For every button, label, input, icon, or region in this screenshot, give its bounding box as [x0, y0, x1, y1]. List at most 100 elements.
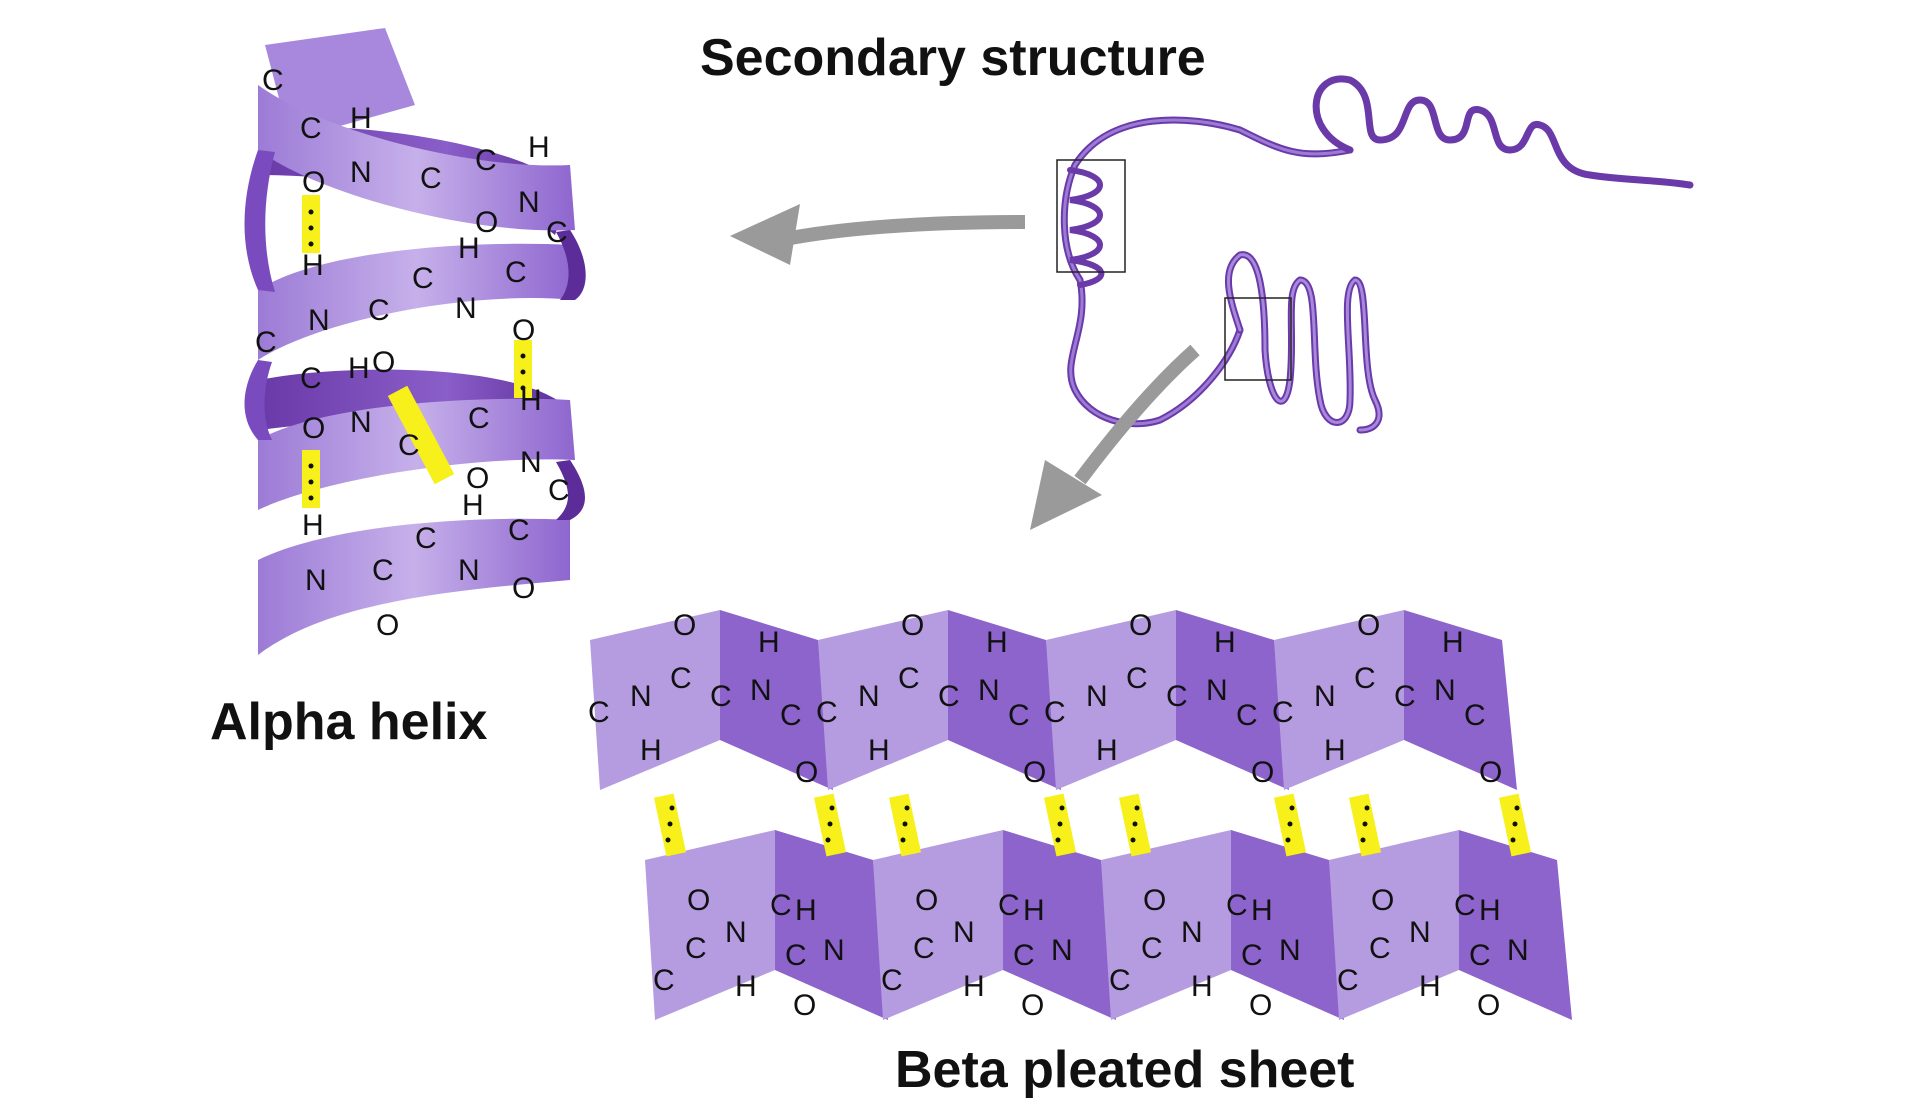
alpha-atom: C — [468, 402, 490, 435]
beta-hbond-dot — [1362, 821, 1368, 827]
beta-atom: C — [710, 680, 732, 713]
alpha-atom: C — [262, 64, 284, 97]
protein-overview — [1056, 75, 1694, 434]
beta-pleat-face-dark — [1176, 610, 1289, 790]
beta-hbond-dot — [829, 805, 835, 811]
beta-hbond-dot — [1512, 821, 1518, 827]
beta-hbond-dot — [825, 837, 831, 843]
beta-atom: H — [640, 734, 662, 767]
beta-pleat-face-dark — [775, 830, 888, 1020]
protein-small-helix — [1067, 167, 1105, 288]
alpha-atom: O — [512, 572, 535, 605]
beta-atom: O — [1357, 609, 1380, 642]
arrow-to-alpha-head — [730, 204, 800, 265]
beta-pleat-face-light — [645, 830, 775, 1020]
beta-atom: C — [1226, 889, 1248, 922]
beta-atom: O — [1023, 756, 1046, 789]
alpha-atoms: C C H O N C C H O N C H H C C N C N O C … — [255, 64, 570, 642]
alpha-atom: N — [350, 156, 372, 189]
alpha-atom: O — [466, 462, 489, 495]
protein-top-coil — [1312, 75, 1694, 189]
beta-hbond-dot — [1364, 805, 1370, 811]
beta-atom: H — [1479, 894, 1501, 927]
alpha-atom: N — [305, 564, 327, 597]
alpha-hbonds — [302, 195, 532, 508]
beta-atom: O — [1129, 609, 1152, 642]
beta-atom: C — [1008, 699, 1030, 732]
alpha-atom: C — [546, 216, 568, 249]
beta-pleat-face-dark — [1404, 610, 1517, 790]
alpha-atom: H — [348, 352, 370, 385]
beta-atom: O — [1021, 989, 1044, 1022]
alpha-hbond-4 — [387, 385, 455, 485]
beta-atom: C — [1044, 696, 1066, 729]
beta-atom: C — [1464, 699, 1486, 732]
alpha-atom: C — [368, 294, 390, 327]
beta-atom: O — [1143, 884, 1166, 917]
beta-atom: C — [1337, 964, 1359, 997]
alpha-atom: C — [398, 429, 420, 462]
beta-pleat-face-light — [1046, 610, 1176, 790]
beta-pleat-face-dark — [1231, 830, 1344, 1020]
beta-atom: C — [1454, 889, 1476, 922]
helix-front-band-3 — [258, 398, 575, 510]
helix-front-band-2 — [258, 243, 575, 360]
beta-atom: N — [1409, 916, 1431, 949]
beta-atom: H — [758, 626, 780, 659]
beta-atom: H — [1442, 626, 1464, 659]
beta-atom: N — [725, 916, 747, 949]
beta-atom: C — [1141, 932, 1163, 965]
beta-hbond-dot — [1057, 821, 1063, 827]
alpha-atom: C — [415, 522, 437, 555]
alpha-hbond-2 — [514, 340, 532, 398]
protein-beta-hairpins-highlight — [1226, 253, 1381, 432]
beta-atom: C — [653, 964, 675, 997]
beta-atom: N — [750, 674, 772, 707]
beta-atom: C — [785, 939, 807, 972]
alpha-atom: C — [508, 514, 530, 547]
alpha-hbond-3 — [302, 450, 320, 508]
beta-atom: N — [1507, 934, 1529, 967]
beta-atom: O — [793, 989, 816, 1022]
alpha-atom: O — [512, 314, 535, 347]
beta-atom: H — [1096, 734, 1118, 767]
alpha-atom: H — [458, 232, 480, 265]
beta-atom: C — [1109, 964, 1131, 997]
alpha-atom: C — [548, 474, 570, 507]
beta-pleat-face-light — [1274, 610, 1404, 790]
beta-pleat-face-dark — [720, 610, 833, 790]
beta-atom: N — [1279, 934, 1301, 967]
beta-sheet-label: Beta pleated sheet — [895, 1041, 1355, 1099]
alpha-atom: N — [350, 406, 372, 439]
beta-atom: C — [1369, 932, 1391, 965]
beta-atom: C — [998, 889, 1020, 922]
beta-atom: N — [1051, 934, 1073, 967]
arrow-to-beta — [1074, 344, 1200, 485]
beta-atom: C — [780, 699, 802, 732]
alpha-atom: C — [300, 112, 322, 145]
beta-atom: H — [1419, 970, 1441, 1003]
alpha-atom: H — [462, 489, 484, 522]
beta-atom: N — [630, 680, 652, 713]
beta-hbond-dot — [900, 837, 906, 843]
beta-atom: H — [963, 970, 985, 1003]
beta-atom: C — [1394, 680, 1416, 713]
diagram-title: Secondary structure — [700, 29, 1206, 87]
beta-atom: O — [673, 609, 696, 642]
beta-pleat-face-light — [873, 830, 1003, 1020]
beta-pleat-face-light — [1101, 830, 1231, 1020]
beta-pleat-face-dark — [1003, 830, 1116, 1020]
beta-hbond-dot — [1289, 805, 1295, 811]
alpha-atom: H — [528, 131, 550, 164]
beta-hbond-dot — [667, 821, 673, 827]
alpha-atom: N — [518, 186, 540, 219]
beta-atom: H — [986, 626, 1008, 659]
beta-pleat-face-dark — [1459, 830, 1572, 1020]
beta-hbond-dot — [1130, 837, 1136, 843]
beta-atom: N — [978, 674, 1000, 707]
beta-sheet-panels — [590, 610, 1572, 1020]
beta-hbond-dot — [1285, 837, 1291, 843]
beta-atom: C — [588, 696, 610, 729]
beta-hbond-dot — [1132, 821, 1138, 827]
